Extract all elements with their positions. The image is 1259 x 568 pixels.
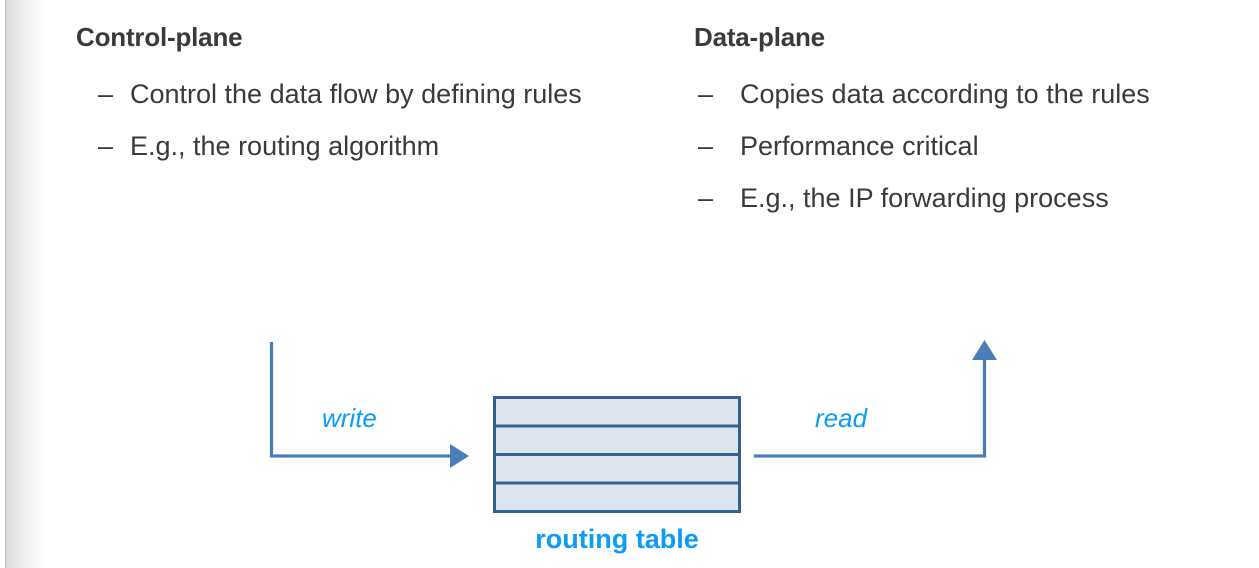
list-item-label: E.g., the routing algorithm bbox=[130, 131, 440, 161]
list-item: – Performance critical bbox=[698, 120, 1239, 172]
bullet-list-control-plane: – Control the data flow by defining rule… bbox=[98, 68, 636, 172]
dash-bullet-icon: – bbox=[698, 79, 714, 109]
list-item: – Control the data flow by defining rule… bbox=[98, 68, 636, 120]
list-item: – Copies data according to the rules bbox=[698, 68, 1239, 120]
write-label: write bbox=[322, 403, 377, 433]
bullet-list: – Control the data flow by defining rule… bbox=[98, 68, 636, 172]
list-item-label: Copies data according to the rules bbox=[740, 79, 1150, 109]
column-control-plane: Control-plane – Control the data flow by… bbox=[76, 22, 636, 172]
page-edge-rule bbox=[5, 0, 6, 568]
column-data-plane: Data-plane – Copies data according to th… bbox=[694, 22, 1239, 224]
write-arrow-line bbox=[269, 342, 452, 458]
dash-bullet-icon: – bbox=[98, 131, 114, 161]
heading-control-plane: Control-plane bbox=[76, 22, 243, 52]
read-arrow bbox=[754, 340, 997, 458]
list-item: – E.g., the IP forwarding process bbox=[698, 172, 1239, 224]
list-item-label: Control the data flow by defining rules bbox=[130, 79, 582, 109]
dash-bullet-icon: – bbox=[98, 79, 114, 109]
read-label: read bbox=[815, 403, 868, 433]
page-edge-shadow bbox=[6, 0, 48, 568]
dash-bullet-icon: – bbox=[698, 131, 714, 161]
routing-table-outline bbox=[493, 396, 741, 513]
list-item: – E.g., the routing algorithm bbox=[98, 120, 636, 172]
dash-bullet-icon: – bbox=[698, 183, 714, 213]
read-arrow-line bbox=[754, 358, 987, 458]
routing-table-caption: routing table bbox=[535, 524, 699, 554]
write-arrowhead-icon bbox=[450, 444, 469, 468]
bullet-list-data-plane: – Copies data according to the rules – P… bbox=[698, 68, 1239, 224]
heading-data-plane: Data-plane bbox=[694, 22, 825, 52]
list-item-label: E.g., the IP forwarding process bbox=[740, 183, 1109, 213]
read-arrowhead-icon bbox=[972, 340, 997, 360]
routing-table-box bbox=[493, 396, 741, 513]
list-item-label: Performance critical bbox=[740, 131, 979, 161]
bullet-list: – Copies data according to the rules – P… bbox=[698, 68, 1239, 224]
